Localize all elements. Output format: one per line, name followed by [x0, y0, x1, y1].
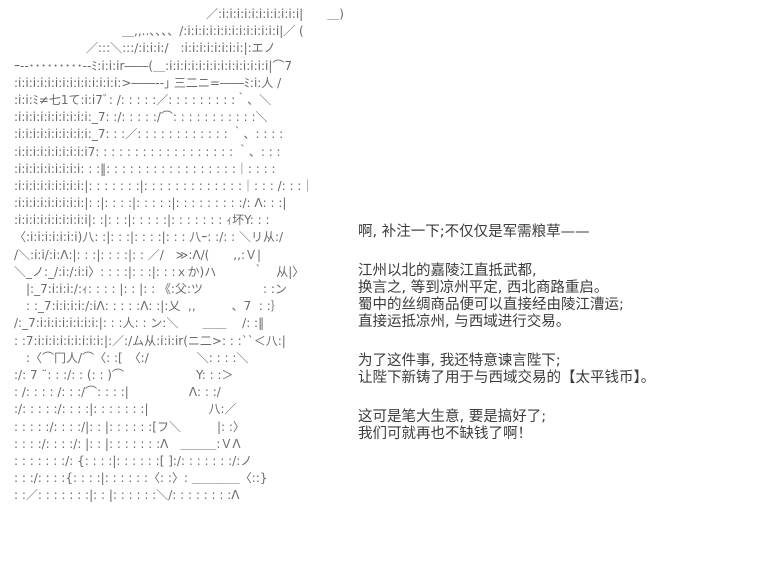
ascii-art-line: |:_7:i:i:i:/:ｨ: : : : |: : |: : 《:父:ツ : …	[14, 282, 287, 296]
ascii-art-line: ／:i:i:i:i:i:i:i:i:i:i:i| ＿)	[14, 7, 344, 21]
ascii-art-portrait: ／:i:i:i:i:i:i:i:i:i:i:i| ＿) ＿,,..、、、、/:i…	[14, 6, 364, 558]
ascii-art-line: :i:i:i:i:i:i:i:i:i:i:i:i:i:i:>――--｣ 三二ニ=…	[14, 75, 282, 90]
dialogue-paragraph: 为了这件事, 我还特意谏言陛下;让陛下新铸了用于与西域交易的【太平钱币】。	[358, 353, 763, 387]
ascii-art-line: :i:i:i:i:i:i:i:i:i: : :‖: : : : : : : : …	[14, 161, 276, 176]
ascii-art-line: :i:i:i:i:i:i:i:i:i:|: :|: : : :|: : : : …	[14, 196, 287, 211]
ascii-art-line: : :7:i:i:i:i:i:i:i:i:i:|:／:/ム从:i:i:ir(ニ二…	[14, 333, 286, 348]
ascii-art-line: :i:i:ﾐ≠七1て:i:i7ﾞ: /: : : : :／: : : : : :…	[14, 92, 272, 107]
dialogue-line: 啊, 补注一下;不仅仅是军需粮草——	[358, 224, 590, 240]
dialogue-line: 这可是笔大生意, 要是搞好了;	[358, 409, 547, 425]
ascii-art-line: ｰ--･････････--ﾐ:i:i:ir――(＿:i:i:i:i:i:i:i…	[14, 58, 293, 73]
dialogue-line: 直接运抵凉州, 与西域进行交易。	[358, 314, 571, 330]
ascii-art-line: :〈⌒冂人/⌒〈: :[ 〈:/ ＼: : : :＼	[14, 350, 249, 365]
ascii-art-line: : :_7:i:i:i:i:/:iΛ: : : : :Λ: :|:乂 ,, 、7…	[14, 299, 283, 314]
ascii-art-line: : :／: : : : : : :|: : |: : : : : :＼/: : …	[14, 488, 240, 503]
dialogue-line: 我们可就再也不缺钱了啊！	[358, 426, 532, 442]
ascii-art-line: :i:i:i:i:i:i:i:i:i:i|: :|: : :|: : : : :…	[14, 213, 270, 228]
ascii-art-line: /:_7:i:i:i:i:i:i:i:i:|: : :人: : ン:＼ ＿＿ /…	[14, 316, 265, 331]
dialogue-line: 让陛下新铸了用于与西域交易的【太平钱币】。	[358, 370, 656, 386]
ascii-art-line: 〈:i:i:i:i:i:i:i)八: :|: : :|: : : :|: : :…	[14, 230, 284, 245]
dialogue-line: 换言之, 等到凉州平定, 西北商路重启。	[358, 280, 609, 296]
ascii-art-line: :/: : : : :/: : : :|: : : : : : :| 八:／	[14, 402, 237, 417]
ascii-art-line: ＼_ノ:_/:i:/:i:i〉: : : :|: : :|: : :ｘか)ハ ｀…	[14, 264, 305, 279]
dialogue-line: 为了这件事, 我还特意谏言陛下;	[358, 353, 561, 369]
ascii-art-line: ＿,,..、、、、/:i:i:i:i:i:i:i:i:i:i:i:i:i|／ (	[14, 24, 304, 39]
ascii-art-line: : : : : : : :/: {: : : :|: : : : : :[ ]:…	[14, 453, 253, 468]
dialogue-line: 蜀中的丝绸商品便可以直接经由陵江漕运;	[358, 297, 624, 313]
ascii-art-line: :i:i:i:i:i:i:i:i:i:i:_7: : :／: : : : : :…	[14, 127, 284, 142]
ascii-art-line: :i:i:i:i:i:i:i:i:i:i7: : : : : : : : : :…	[14, 144, 281, 159]
ascii-art-line: : /: : : : /: : :/⌒: : : :| Λ: : :/	[14, 385, 221, 400]
ascii-art-line: :/: 7 ¨: : :/: : (: : )⌒ Y: : :＞	[14, 367, 234, 382]
ascii-art-line: :i:i:i:i:i:i:i:i:i:|: : : : : : :|: : : …	[14, 178, 314, 193]
dialogue-paragraph: 江州以北的嘉陵江直抵武都,换言之, 等到凉州平定, 西北商路重启。蜀中的丝绸商品…	[358, 263, 763, 331]
ascii-art-line: /＼:i:i/:i:Λ:|: : :|: : : :|: : ／/ ≫:Λ/( …	[14, 247, 262, 262]
dialogue-paragraph: 啊, 补注一下;不仅仅是军需粮草——	[358, 224, 763, 241]
ascii-art-line: ／:::＼:::/:i:i:i:/ :i:i:i:i:i:i:i:i:|:エノ	[14, 41, 276, 56]
ascii-art-line: : : : :/: : : :/: |: : |: : : : : : :Λ ＿…	[14, 436, 241, 451]
dialogue-line: 江州以北的嘉陵江直抵武都,	[358, 263, 537, 279]
ascii-art-line: :i:i:i:i:i:i:i:i:i:i:_7: :/: : : : :/⌒: …	[14, 110, 268, 125]
dialogue-text-block: 啊, 补注一下;不仅仅是军需粮草—— 江州以北的嘉陵江直抵武都,换言之, 等到凉州…	[358, 224, 763, 465]
dialogue-paragraph: 这可是笔大生意, 要是搞好了;我们可就再也不缺钱了啊！	[358, 409, 763, 443]
ascii-art-line: : : : : :/: : : :/|: : |: : : : : :[フ＼ |…	[14, 419, 245, 434]
ascii-art-line: : : :/: : : :{: : : :|: : : : : :〈: :〉: …	[14, 471, 268, 486]
